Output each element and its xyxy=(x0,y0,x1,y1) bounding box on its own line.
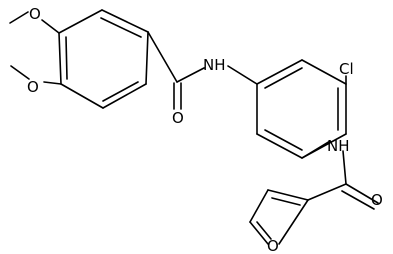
carbonyl-oxygen-label: O xyxy=(172,109,184,127)
bond xyxy=(345,183,379,204)
chlorine-atom-label: Cl xyxy=(339,60,354,78)
dimethoxyphenyl-ring xyxy=(58,9,149,109)
bond xyxy=(267,189,309,201)
bond xyxy=(227,65,258,85)
bond xyxy=(147,31,178,83)
bond xyxy=(58,9,103,34)
furan-oxygen-label: O xyxy=(267,237,279,254)
chlorophenyl-ring xyxy=(256,59,347,159)
bond xyxy=(271,197,301,206)
bond xyxy=(341,190,375,210)
bond xyxy=(10,65,30,80)
bond xyxy=(249,189,269,223)
bond xyxy=(9,11,29,24)
bond xyxy=(101,9,149,33)
amide-right: NH O xyxy=(301,137,383,210)
bond xyxy=(256,59,303,85)
bond xyxy=(41,19,60,34)
amide-nh-label: NH xyxy=(203,56,226,74)
methoxy-top: O xyxy=(9,5,60,34)
bond xyxy=(249,221,269,245)
bond xyxy=(102,81,139,102)
bond xyxy=(264,129,303,151)
bond xyxy=(301,140,331,159)
bond xyxy=(301,59,347,85)
bond xyxy=(256,133,303,159)
bond xyxy=(65,36,68,80)
bond xyxy=(176,67,205,83)
bond xyxy=(100,17,142,38)
bond xyxy=(264,67,303,89)
chloro-substituent: Cl xyxy=(339,60,354,85)
oxygen-atom-label: O xyxy=(29,5,41,23)
bond xyxy=(307,183,347,201)
amide-nh-label: NH xyxy=(327,137,350,155)
methoxy-left: O xyxy=(10,65,62,96)
carbonyl-oxygen-label: O xyxy=(371,191,383,209)
bond xyxy=(43,81,62,85)
bond xyxy=(60,83,104,109)
oxygen-atom-label: O xyxy=(27,78,39,96)
bond xyxy=(256,221,272,240)
furan-ring: O xyxy=(249,189,309,254)
bond xyxy=(278,199,309,245)
bond xyxy=(145,31,149,85)
amide-top: NH O xyxy=(147,31,258,127)
bond xyxy=(342,150,347,185)
bond xyxy=(58,32,62,85)
bond xyxy=(102,83,147,109)
